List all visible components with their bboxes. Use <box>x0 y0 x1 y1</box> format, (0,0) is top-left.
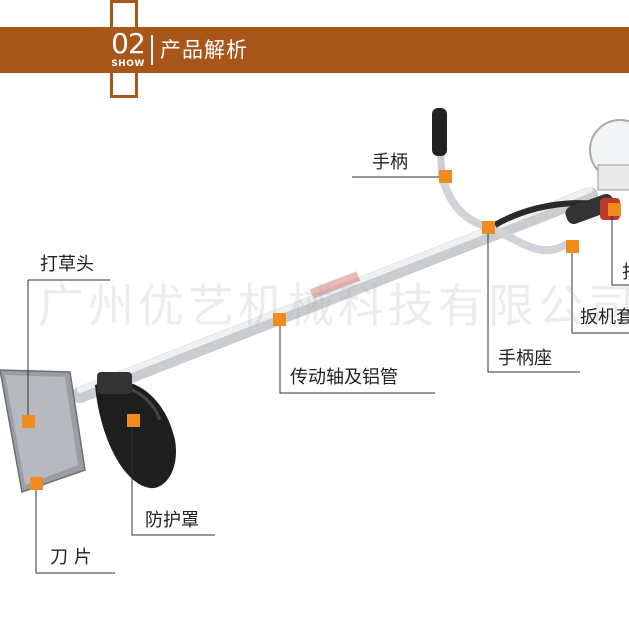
header-divider <box>151 35 153 65</box>
marker-drive-shaft <box>273 313 286 326</box>
label-drive-shaft: 传动轴及铝管 <box>290 367 398 388</box>
marker-handle-seat <box>482 221 495 234</box>
marker-trigger-top <box>608 203 621 216</box>
label-guard: 防护罩 <box>145 510 199 531</box>
label-trigger-partial: 扫 <box>622 262 629 284</box>
header-number-background <box>104 27 144 73</box>
marker-guard <box>127 414 140 427</box>
section-title: 产品解析 <box>160 38 248 62</box>
label-grass-head: 打草头 <box>40 254 94 275</box>
marker-grass-head <box>22 415 35 428</box>
marker-blade <box>30 477 43 490</box>
marker-trigger <box>566 240 579 253</box>
label-handle: 手柄 <box>372 152 408 173</box>
label-handle-seat: 手柄座 <box>498 348 552 369</box>
label-blade: 刀 片 <box>50 547 92 568</box>
section-show-label: SHOW <box>111 59 145 69</box>
marker-handle <box>439 170 452 183</box>
section-number: 02 <box>111 27 146 60</box>
label-trigger: 扳机套 <box>580 307 629 328</box>
